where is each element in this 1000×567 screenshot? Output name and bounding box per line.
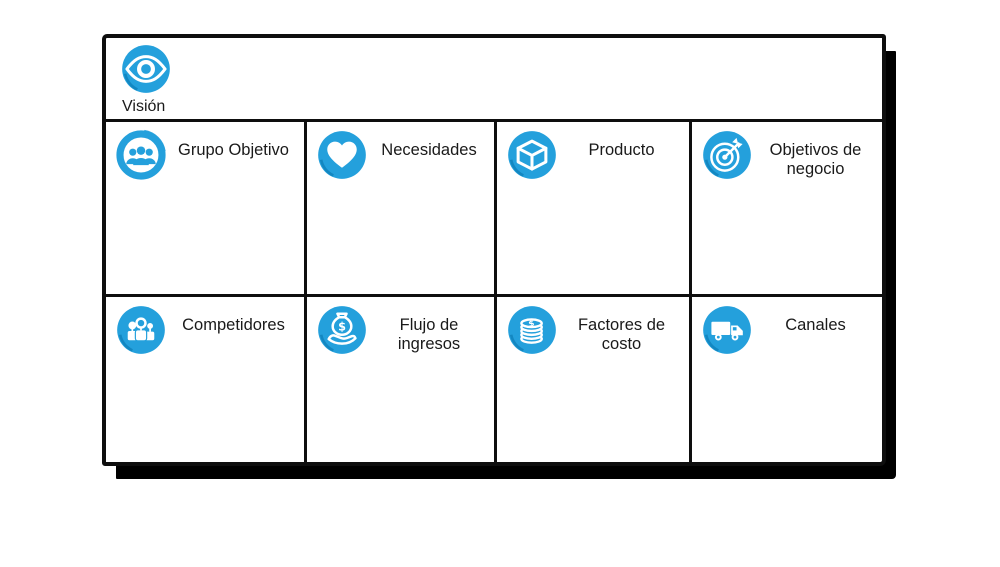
cell-label: Flujo de ingresos [397,316,461,354]
money-bag-hand-icon: $ [316,304,368,356]
cell-label: Factores de costo [577,316,666,354]
svg-text:$: $ [527,318,535,329]
cell-objetivos-negocio: Objetivos de negocio [689,122,882,294]
cell-vision: Visión [106,38,882,122]
cell-label: Canales [785,316,846,334]
svg-text:$: $ [338,320,346,333]
cube-icon [506,129,558,181]
cell-necesidades: Necesidades [304,122,494,294]
cell-label: Competidores [182,316,285,334]
cell-factores-costo: $ Factores de costo [494,294,689,462]
eye-icon [120,43,172,95]
cell-grupo-objetivo: Grupo Objetivo [106,122,304,294]
cell-producto: Producto [494,122,689,294]
business-model-canvas: Visión Grupo Objetivo [102,34,886,466]
cell-label: Objetivos de negocio [769,141,862,179]
cell-canales: Canales [689,294,882,462]
cell-label: Producto [588,141,655,159]
vision-label: Visión [122,98,166,115]
canvas-grid: Visión Grupo Objetivo [106,38,882,462]
cell-competidores: Competidores [106,294,304,462]
cell-label: Grupo Objetivo [178,141,289,159]
target-dart-icon [701,129,753,181]
cell-label: Necesidades [381,141,477,159]
user-group-icon [115,129,167,181]
truck-icon [701,304,753,356]
competitors-people-icon [115,304,167,356]
coin-stack-icon: $ [506,304,558,356]
cell-flujo-ingresos: $ Flujo de ingresos [304,294,494,462]
heart-icon [316,129,368,181]
